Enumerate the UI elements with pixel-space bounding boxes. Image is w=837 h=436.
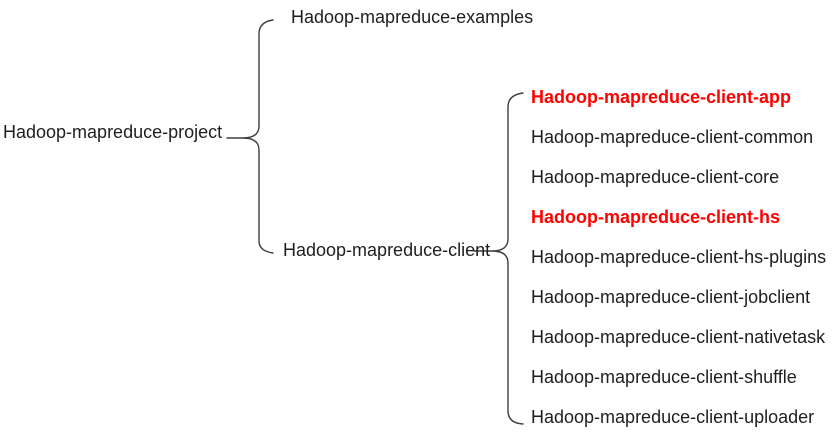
node-hadoop-mapreduce-client-hs: Hadoop-mapreduce-client-hs <box>531 207 781 227</box>
node-hadoop-mapreduce-project: Hadoop-mapreduce-project <box>3 122 223 142</box>
node-hadoop-mapreduce-client-common: Hadoop-mapreduce-client-common <box>531 127 814 147</box>
node-hadoop-mapreduce-client-jobclient: Hadoop-mapreduce-client-jobclient <box>531 287 811 307</box>
node-hadoop-mapreduce-client-uploader: Hadoop-mapreduce-client-uploader <box>531 407 815 427</box>
node-hadoop-mapreduce-client-nativetask: Hadoop-mapreduce-client-nativetask <box>531 327 826 347</box>
project-children-brace <box>242 19 274 254</box>
node-hadoop-mapreduce-client-core: Hadoop-mapreduce-client-core <box>531 167 780 187</box>
node-hadoop-mapreduce-client-app: Hadoop-mapreduce-client-app <box>531 87 792 107</box>
client-children-brace <box>491 92 524 425</box>
node-hadoop-mapreduce-client: Hadoop-mapreduce-client <box>283 240 491 260</box>
node-hadoop-mapreduce-client-hs-plugins: Hadoop-mapreduce-client-hs-plugins <box>531 247 827 267</box>
node-hadoop-mapreduce-examples: Hadoop-mapreduce-examples <box>291 7 534 27</box>
node-hadoop-mapreduce-client-shuffle: Hadoop-mapreduce-client-shuffle <box>531 367 797 387</box>
